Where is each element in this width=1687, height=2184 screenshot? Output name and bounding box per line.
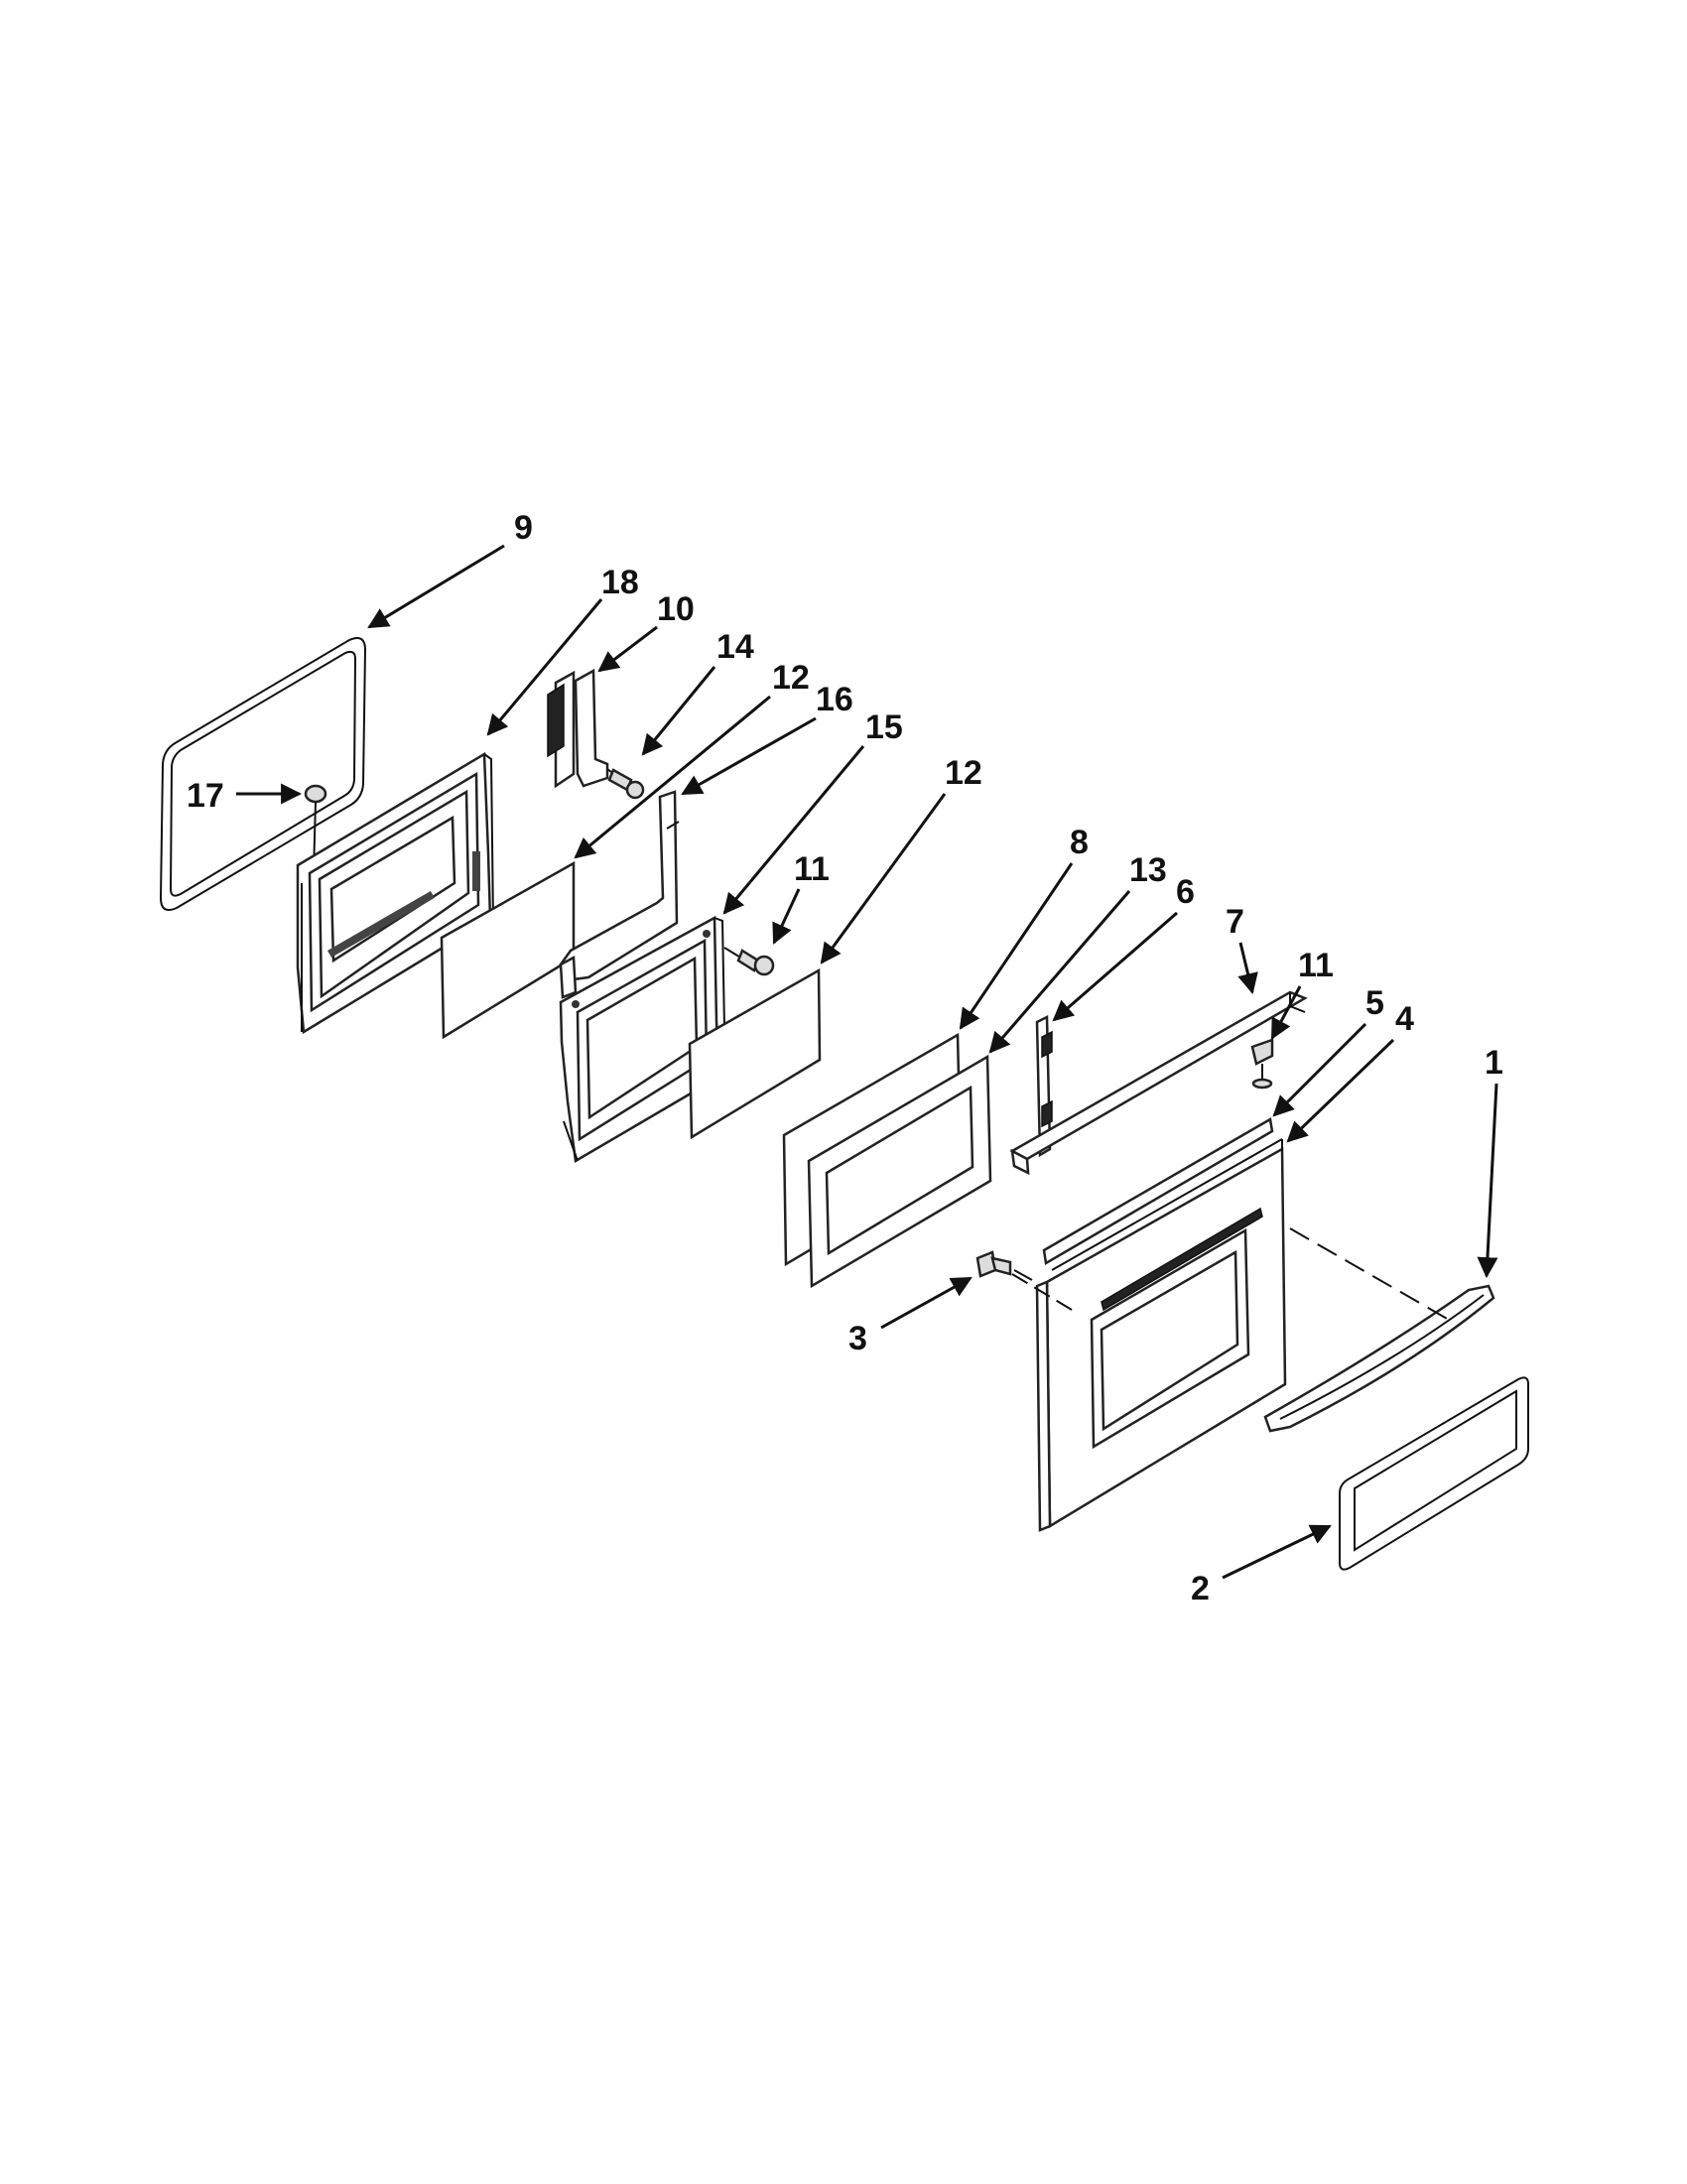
callout-15: 15 bbox=[865, 708, 903, 746]
callouts: 9 18 10 14 12 16 15 12 17 11 8 13 6 7 11… bbox=[187, 509, 1503, 1607]
part-9-door-gasket bbox=[159, 637, 367, 911]
callout-13: 13 bbox=[1129, 851, 1167, 889]
part-11-screw-upper bbox=[723, 947, 775, 976]
part-11-screw-lower bbox=[1250, 1038, 1274, 1090]
part-10-hinge bbox=[547, 668, 609, 789]
part-18-inner-door-frame bbox=[296, 751, 495, 1035]
callout-18: 18 bbox=[601, 564, 639, 601]
part-14-screw bbox=[606, 768, 645, 800]
callout-14: 14 bbox=[716, 628, 754, 666]
part-5-strip bbox=[1042, 1117, 1274, 1266]
callout-3: 3 bbox=[848, 1320, 867, 1357]
part-2-handle-gasket bbox=[1339, 1376, 1529, 1571]
part-1-handle bbox=[1263, 1284, 1495, 1433]
callout-2: 2 bbox=[1191, 1570, 1210, 1607]
assembly-leaders bbox=[1011, 1227, 1450, 1321]
callout-11-upper: 11 bbox=[794, 850, 830, 888]
part-15-door-liner bbox=[559, 915, 727, 1164]
callout-12-lower: 12 bbox=[945, 754, 982, 792]
callout-6: 6 bbox=[1176, 873, 1195, 911]
callout-8: 8 bbox=[1070, 824, 1089, 861]
callout-4: 4 bbox=[1395, 1000, 1414, 1038]
part-6-bracket bbox=[1035, 1014, 1053, 1158]
callout-10: 10 bbox=[657, 590, 695, 628]
part-4-outer-door bbox=[1035, 1138, 1287, 1532]
callout-17: 17 bbox=[187, 777, 224, 815]
part-12-glass-panel-lower bbox=[688, 967, 822, 1140]
callout-12-upper: 12 bbox=[772, 659, 810, 697]
callout-1: 1 bbox=[1485, 1044, 1503, 1082]
part-13-window-frame bbox=[807, 1054, 992, 1289]
callout-16: 16 bbox=[816, 681, 853, 718]
callout-11-lower: 11 bbox=[1298, 947, 1334, 984]
part-16-door-duct bbox=[559, 790, 680, 999]
callout-7: 7 bbox=[1226, 903, 1244, 941]
part-3-screw bbox=[975, 1250, 1033, 1281]
callout-9: 9 bbox=[514, 509, 533, 547]
callout-5: 5 bbox=[1365, 984, 1384, 1022]
